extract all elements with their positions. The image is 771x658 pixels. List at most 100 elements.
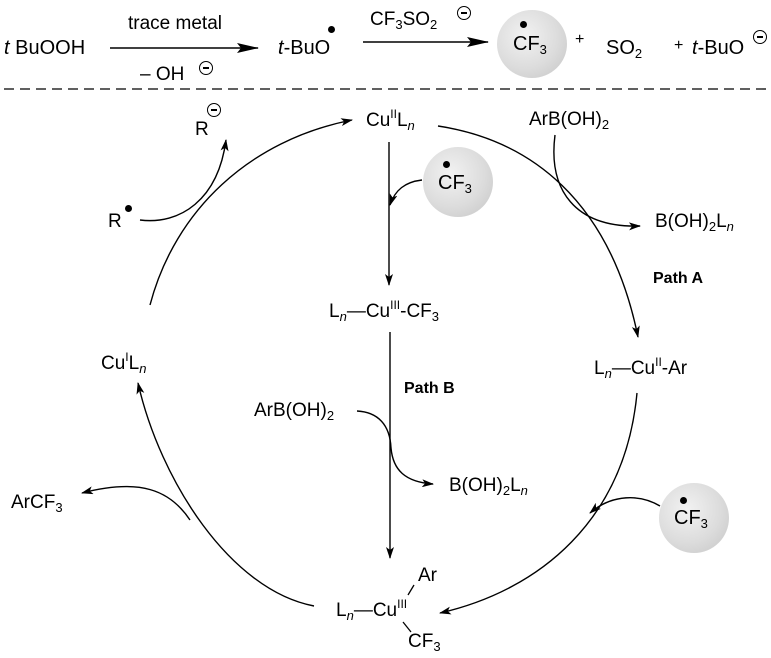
- bond: —: [353, 600, 373, 621]
- cu3-cf3-label: CF3: [408, 631, 441, 654]
- cf: CF: [408, 631, 434, 652]
- boh: B(OH): [449, 475, 503, 496]
- bond-cu-cf3: [402, 621, 412, 633]
- arb-oh: ArB(OH): [254, 400, 327, 421]
- sub-3: 3: [539, 42, 547, 57]
- arc-cu2-to-cu2ar: [437, 125, 640, 338]
- sub-2: 2: [326, 408, 335, 423]
- sub-2: 2: [502, 483, 511, 498]
- cu: Cu: [630, 358, 656, 379]
- sulfinate-charge-icon: [457, 6, 471, 20]
- n: n: [726, 219, 734, 234]
- sub-3: 3: [395, 17, 403, 32]
- cf: CF: [438, 172, 465, 194]
- l: L: [329, 301, 340, 322]
- sub-2: 2: [601, 117, 610, 132]
- plus-sign: +: [575, 31, 585, 48]
- bond-cu-ar: [407, 584, 415, 596]
- ar: -Ar: [661, 358, 688, 379]
- path-a-label: Path A: [653, 270, 704, 287]
- cu3-ar-label: Ar: [418, 565, 437, 586]
- sub-2: 2: [708, 219, 717, 234]
- trace-metal-label: trace metal: [128, 13, 222, 34]
- arcf: ArCF: [11, 492, 56, 513]
- cf3-radical-label-top: CF3: [513, 34, 547, 57]
- so: SO: [606, 37, 635, 59]
- sub-3: 3: [431, 309, 440, 324]
- ox-state: II: [390, 107, 397, 121]
- cf: CF: [370, 9, 396, 30]
- cf3-radical-sphere-pathb: [423, 147, 493, 217]
- boh2-ln-path-b-label: B(OH)2Ln: [449, 475, 528, 498]
- ln-cu3-final-label: Ln—CuIII: [336, 598, 407, 622]
- sub-3: 3: [55, 500, 63, 515]
- arb-oh2-path-a-label: ArB(OH)2: [529, 110, 610, 132]
- cu: Cu: [365, 301, 391, 322]
- cf3-radical-label-pathb: CF3: [438, 172, 472, 196]
- boh2-ln-path-a-label: B(OH)2Ln: [655, 211, 734, 234]
- t-prefix: t: [692, 37, 698, 59]
- tbuo-anion-label: t-BuO: [692, 38, 744, 58]
- tbuo-charge-icon: [753, 30, 767, 44]
- t-prefix: t: [278, 37, 284, 59]
- minus-oh-text: – OH: [140, 64, 185, 85]
- tbuo-radical-label: t-BuO: [278, 38, 330, 58]
- n: n: [407, 118, 415, 133]
- tbuooh-label: t BuOOH: [4, 38, 85, 58]
- n: n: [339, 309, 347, 324]
- bu-ooh: BuOOH: [15, 37, 86, 59]
- r-anion-label: R: [195, 119, 209, 140]
- arrow-arcf3-release: [81, 485, 191, 521]
- plus-sign: +: [674, 37, 684, 54]
- arrow-r-radical-to-anion: [139, 139, 229, 222]
- sub-3: 3: [433, 639, 441, 654]
- bond: —: [611, 358, 631, 379]
- r-charge-icon: [207, 103, 221, 117]
- cu: Cu: [101, 353, 126, 374]
- path-b-label: Path B: [404, 380, 455, 397]
- cu1-ln-label: CuILn: [101, 351, 147, 376]
- ox-state: III: [390, 298, 401, 312]
- so2-label: SO2: [606, 37, 643, 61]
- ox-state: III: [397, 597, 408, 611]
- arrow-cf3-radical-into-patha: [589, 497, 661, 514]
- sub-2: 2: [430, 17, 438, 32]
- cf3-radical-label-patha: CF3: [674, 507, 708, 531]
- arb-oh2-path-b-label: ArB(OH)2: [254, 400, 335, 423]
- arc-cu3-to-cu1: [136, 382, 315, 607]
- radical-dot-icon: [680, 497, 687, 504]
- n: n: [520, 483, 528, 498]
- cf3-radical-sphere-patha: [659, 483, 729, 553]
- cu: Cu: [372, 600, 398, 621]
- bu-o: -BuO: [697, 37, 745, 59]
- minus-oh-label: – OH: [140, 65, 184, 84]
- l: L: [336, 600, 347, 621]
- radical-dot-icon: [125, 205, 132, 212]
- l: L: [716, 211, 727, 232]
- l: L: [396, 110, 408, 131]
- cf: CF: [674, 507, 701, 529]
- arc-cu1-to-cu2: [149, 118, 353, 306]
- cu: Cu: [366, 110, 391, 131]
- arrow-arb-path-b: [356, 410, 434, 488]
- r-radical-label: R: [108, 211, 122, 232]
- radical-dot-icon: [443, 161, 450, 168]
- arrow-arb-path-a: [553, 134, 641, 231]
- so: SO: [402, 9, 431, 30]
- ox-state: II: [655, 355, 662, 369]
- cf3so2-label: CF3SO2: [370, 9, 438, 32]
- sub-3: 3: [700, 516, 708, 531]
- n: n: [604, 366, 612, 381]
- bond: —: [346, 301, 366, 322]
- arrow-cf3-radical-into-pathb: [389, 179, 423, 206]
- t-prefix: t: [4, 37, 10, 59]
- bu-o: -BuO: [283, 37, 331, 59]
- n: n: [139, 361, 147, 376]
- ln-cu3-cf3-label: Ln—CuIII-CF3: [329, 299, 440, 324]
- sub-2: 2: [634, 46, 643, 61]
- arc-cu2ar-to-cu3: [439, 392, 638, 615]
- ox-state: I: [125, 350, 129, 364]
- l: L: [128, 353, 140, 374]
- sub-3: 3: [464, 181, 472, 196]
